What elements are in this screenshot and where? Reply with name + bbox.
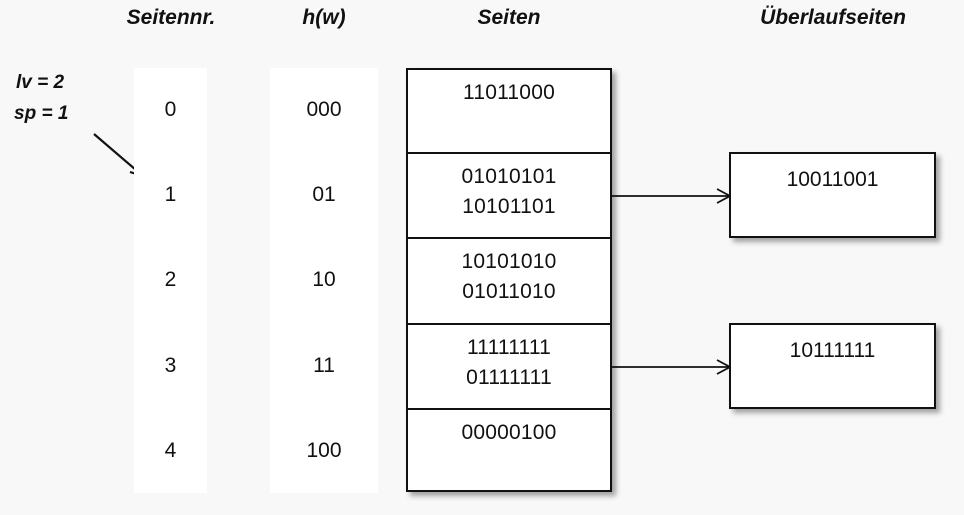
seitennr-cell-4: 4: [164, 439, 177, 462]
seiten-record: 00000100: [461, 421, 557, 444]
seiten-record: 11111111: [466, 336, 552, 359]
column-header-seitennr: Seitennr.: [126, 6, 216, 29]
hw-cell-1: 01: [312, 183, 336, 206]
overflow-page-box-0: 10011001: [729, 152, 936, 238]
seiten-record: 11011000: [463, 81, 555, 104]
column-header-ueberlaufseiten: Überlaufseiten: [760, 6, 906, 29]
hw-cell-2: 10: [312, 268, 336, 291]
seiten-record: 01010101: [461, 165, 557, 188]
seiten-record: 10101010: [461, 250, 557, 273]
seiten-page-row-3: 11111111 01111111: [408, 325, 610, 410]
column-hw: 000 01 10 11 100: [270, 68, 378, 493]
seitennr-cell-0: 0: [164, 98, 177, 121]
seiten-page-row-2: 10101010 01011010: [408, 239, 610, 325]
overflow-arrow-page-1: [610, 188, 731, 204]
seiten-table: 11011000 01010101 10101101 10101010 0101…: [406, 68, 612, 492]
column-seitennr: 0 1 2 3 4: [134, 68, 207, 493]
column-header-hw: h(w): [302, 6, 346, 29]
annotation-sp: sp = 1: [14, 103, 69, 124]
hw-cell-4: 100: [306, 439, 342, 462]
seiten-record: 01011010: [462, 280, 556, 303]
annotation-lv: lv = 2: [16, 72, 65, 93]
overflow-page-value: 10111111: [789, 339, 876, 362]
column-header-seiten: Seiten: [477, 6, 541, 29]
seiten-record: 01111111: [466, 366, 552, 389]
seitennr-cell-3: 3: [164, 354, 177, 377]
hw-cell-3: 11: [313, 354, 335, 377]
seitennr-cell-2: 2: [164, 268, 177, 291]
overflow-page-value: 10011001: [786, 168, 879, 191]
seiten-page-row-0: 11011000: [408, 70, 610, 154]
seitennr-cell-1: 1: [164, 183, 177, 206]
seiten-page-row-1: 01010101 10101101: [408, 154, 610, 239]
seiten-page-row-4: 00000100: [408, 410, 610, 490]
overflow-arrow-page-3: [610, 359, 731, 375]
seiten-record: 10101101: [462, 195, 556, 218]
overflow-page-box-1: 10111111: [729, 323, 936, 409]
hw-cell-0: 000: [306, 98, 342, 121]
